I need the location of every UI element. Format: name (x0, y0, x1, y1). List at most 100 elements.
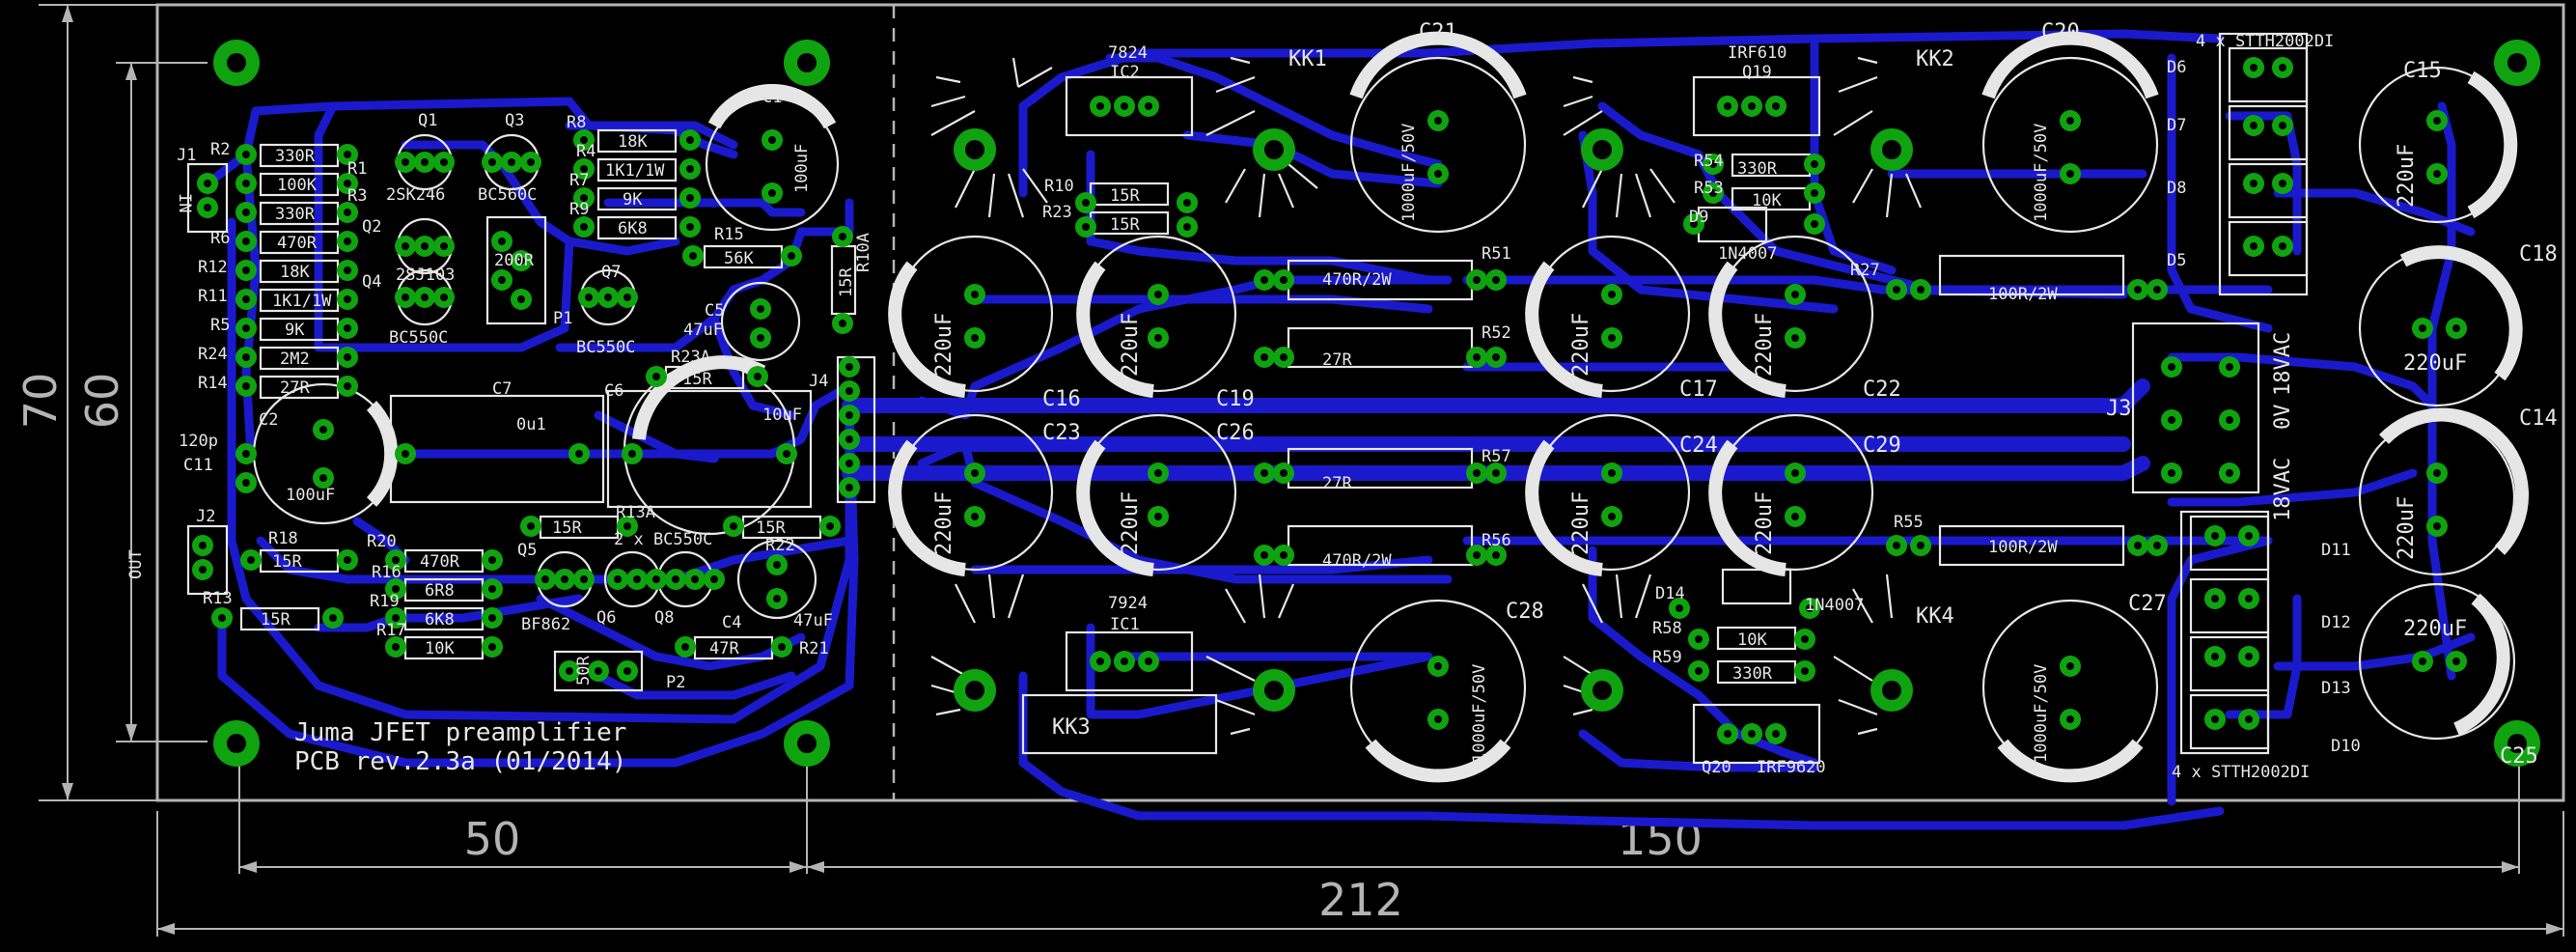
pad-hole (839, 233, 846, 240)
value-r14: 27R (280, 378, 310, 398)
pad-hole (971, 469, 979, 477)
pad-hole (1791, 513, 1799, 520)
pad-hole (1260, 551, 1268, 559)
pad-hole (1917, 286, 1925, 294)
value-r23a: 15R (682, 370, 712, 389)
pad-hole (1608, 469, 1616, 477)
label-p1: P1 (553, 309, 572, 328)
value-r12: 18K (280, 263, 310, 282)
label-r5: R5 (210, 316, 230, 335)
pad-hole (604, 294, 612, 301)
label-q20: Q20 (1702, 758, 1731, 777)
pad-hole (2245, 653, 2253, 660)
pad-hole (1806, 604, 1814, 612)
pad-hole (242, 266, 250, 274)
pad-hole (517, 295, 525, 303)
pad-hole (392, 585, 400, 593)
pad-hole (754, 373, 762, 380)
pad-hole (344, 266, 351, 274)
pad-hole (1121, 658, 1128, 665)
pad-hole (1709, 160, 1717, 168)
pad-hole (488, 556, 496, 564)
label-c17: C17 (1679, 378, 1718, 402)
pad-hole (778, 643, 786, 651)
pad-hole (2066, 662, 2074, 670)
pad-hole (2452, 658, 2460, 665)
labels-left: J1 IN J2 OUT R2 330R R1 100K R3 330R R6 … (126, 88, 873, 776)
traces-right (842, 29, 2476, 830)
pad-hole (242, 180, 250, 187)
pad-hole (498, 238, 506, 245)
value-r6: 470R (277, 234, 318, 253)
label-c5: C5 (705, 301, 724, 321)
type-q1: 2SK246 (386, 185, 445, 205)
value-c26: 220uF (1119, 491, 1143, 555)
pad-hole (402, 294, 409, 301)
label-r18: R18 (268, 529, 298, 548)
pad-hole (421, 294, 429, 301)
label-ic2: IC2 (1110, 63, 1140, 82)
heatsink-kk2-label: KK2 (1916, 47, 1954, 71)
pad-hole (2168, 469, 2175, 477)
pad-hole (1801, 635, 1809, 643)
pad-hole (689, 252, 697, 260)
value-c29: 220uF (1753, 491, 1777, 555)
pad-hole (1492, 353, 1500, 361)
label-r20: R20 (367, 532, 397, 551)
type-ic1: 7924 (1108, 594, 1148, 613)
label-c26: C26 (1216, 421, 1255, 445)
value-c6: 10uF (762, 406, 802, 425)
value-r5: 9K (285, 321, 305, 340)
pad-hole (839, 320, 846, 327)
value-c23: 220uF (932, 491, 956, 555)
heatsink-kk1 (930, 56, 1318, 218)
label-j1: J1 (177, 146, 196, 165)
pad-hole (1473, 276, 1481, 284)
pad-hole (580, 575, 588, 583)
pad-hole (2433, 469, 2441, 477)
pad-hole (1473, 469, 1481, 477)
dim-left-width: 50 (464, 813, 521, 865)
value-r11: 1K1/1W (272, 292, 332, 311)
pad-hole (1183, 223, 1191, 231)
pad-hole (392, 643, 400, 651)
value-r53: 10K (1752, 191, 1782, 210)
label-r6: R6 (210, 229, 230, 248)
pad-hole (344, 556, 351, 564)
pad-hole (242, 450, 250, 458)
pad-hole (580, 165, 588, 173)
pad-hole (242, 238, 250, 245)
pad-hole (1492, 469, 1500, 477)
pad-hole (1893, 542, 1900, 549)
pad-hole (585, 294, 593, 301)
label-p2: P2 (666, 673, 685, 692)
label-r19: R19 (370, 592, 400, 611)
pad-hole (691, 575, 699, 583)
value-c25: 220uF (2403, 617, 2467, 641)
pad-hole (1280, 353, 1288, 361)
label-c25: C25 (2500, 744, 2538, 769)
pad-hole (1676, 604, 1683, 612)
pad-hole (319, 474, 327, 482)
value-r2: 330R (275, 147, 316, 166)
pad-hole (1608, 513, 1616, 520)
label-ic1: IC1 (1110, 615, 1140, 634)
pad-hole (686, 165, 694, 173)
pad-hole (2168, 416, 2175, 424)
pad-hole (488, 158, 496, 166)
label-c20: C20 (2041, 20, 2080, 44)
pad-hole (1434, 715, 1442, 723)
label-d9: D9 (1689, 208, 1708, 227)
pad-hole (1473, 353, 1481, 361)
value-c2: 100uF (286, 486, 335, 505)
pad-hole (757, 305, 764, 313)
pad-hole (686, 223, 694, 231)
pad-hole (1917, 542, 1925, 549)
value-c14: 220uF (2395, 496, 2419, 560)
heatsink-kk3 (930, 574, 1295, 736)
pad-hole (488, 614, 496, 622)
pad-hole (199, 542, 207, 549)
dim-inner-height: 60 (76, 373, 128, 430)
pad-hole (2226, 469, 2233, 477)
dim-total-width: 212 (1318, 874, 1403, 926)
